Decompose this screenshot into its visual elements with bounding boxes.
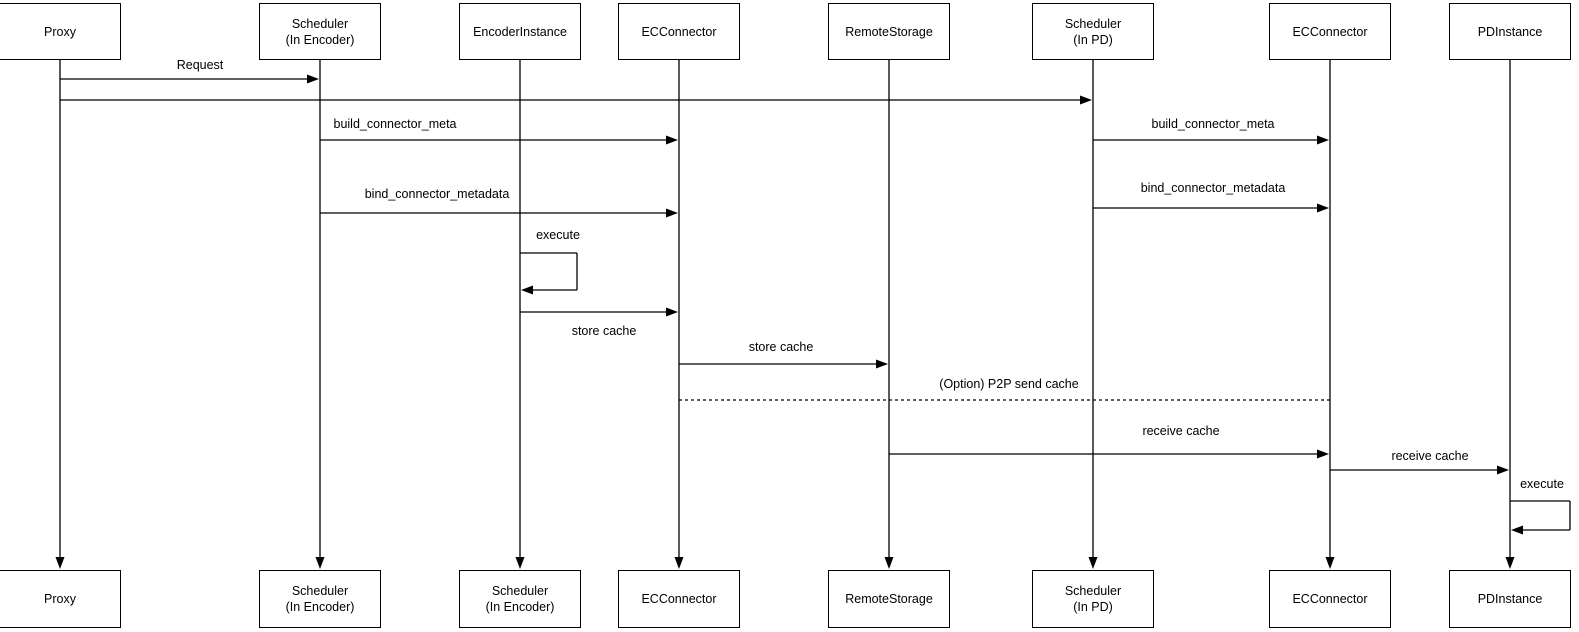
actor-bottom-box-remote-storage: RemoteStorage (828, 570, 950, 628)
actor-top-box-scheduler-pd: Scheduler (In PD) (1032, 3, 1154, 60)
actor-top-box-scheduler-encoder: Scheduler (In Encoder) (259, 3, 381, 60)
actor-top-box-pd-instance: PDInstance (1449, 3, 1571, 60)
actor-bottom-box-proxy: Proxy (0, 570, 121, 628)
self-message-label: execute (1520, 477, 1564, 491)
message-label: bind_connector_metadata (1140, 181, 1286, 195)
actor-top-box-ec-connector-left: ECConnector (618, 3, 740, 60)
actor-bottom-box-scheduler-pd: Scheduler (In PD) (1032, 570, 1154, 628)
actor-top-box-ec-connector-right: ECConnector (1269, 3, 1391, 60)
message-label: build_connector_meta (1151, 117, 1275, 131)
message-label: bind_connector_metadata (364, 187, 510, 201)
self-message-label: execute (536, 228, 580, 242)
actor-bottom-box-pd-instance: PDInstance (1449, 570, 1571, 628)
actor-bottom-box-scheduler-encoder: Scheduler (In Encoder) (259, 570, 381, 628)
actor-bottom-box-encoder-instance: Scheduler (In Encoder) (459, 570, 581, 628)
actor-bottom-box-ec-connector-left: ECConnector (618, 570, 740, 628)
message-label: build_connector_meta (333, 117, 457, 131)
actor-bottom-box-ec-connector-right: ECConnector (1269, 570, 1391, 628)
actor-top-box-proxy: Proxy (0, 3, 121, 60)
message-label: store cache (571, 324, 637, 338)
message-label: Request (176, 58, 224, 72)
message-label: store cache (748, 340, 814, 354)
actor-top-box-remote-storage: RemoteStorage (828, 3, 950, 60)
actor-top-box-encoder-instance: EncoderInstance (459, 3, 581, 60)
message-label: (Option) P2P send cache (939, 377, 1079, 391)
message-label: receive cache (1142, 424, 1220, 438)
message-label: receive cache (1391, 449, 1469, 463)
